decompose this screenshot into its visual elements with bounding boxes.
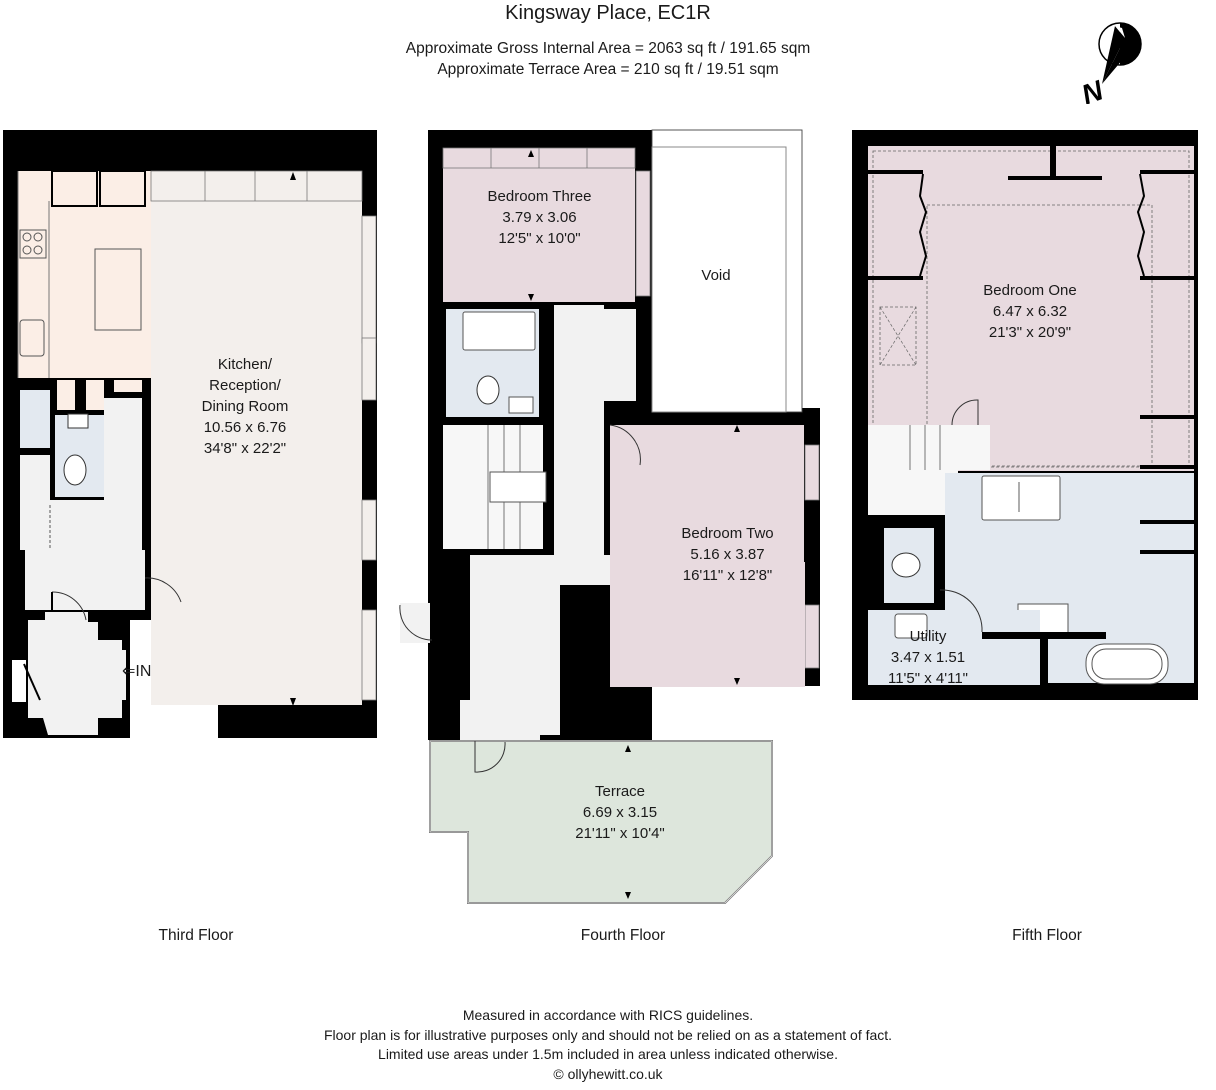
room-name: Kitchen/ (217, 356, 273, 373)
disclaimer-footer: Measured in accordance with RICS guideli… (0, 1006, 1216, 1084)
room-name: Terrace (594, 783, 646, 800)
floor-label-fourth: Fourth Floor (580, 927, 666, 944)
room-name-line2: Reception/ (209, 377, 281, 394)
entrance-label: ⇐IN (122, 663, 152, 680)
room-label-utility: Utility 3.47 x 1.51 11'5" x 4'11" (868, 626, 988, 689)
footer-copyright: © ollyhewitt.co.uk (553, 1065, 663, 1082)
room-imperial: 16'11" x 12'8" (682, 567, 773, 584)
plan-title: Kingsway Place, EC1R (505, 2, 711, 24)
room-metric: 10.56 x 6.76 (203, 419, 287, 436)
room-name: Bedroom Three (487, 188, 592, 205)
room-metric: 3.79 x 3.06 (502, 209, 577, 226)
room-label-terrace: Terrace 6.69 x 3.15 21'11" x 10'4" (545, 781, 695, 844)
room-label-bedroom-two: Bedroom Two 5.16 x 3.87 16'11" x 12'8" (655, 523, 800, 586)
room-imperial: 34'8" x 22'2" (203, 440, 287, 457)
room-name: Void (701, 267, 731, 284)
room-metric: 5.16 x 3.87 (690, 546, 765, 563)
footer-limited-use-line: Limited use areas under 1.5m included in… (378, 1046, 838, 1062)
fifth-floor-plan (852, 130, 1198, 700)
room-name: Bedroom One (983, 282, 1077, 299)
floor-label-third: Third Floor (158, 927, 234, 944)
gross-internal-area: Approximate Gross Internal Area = 2063 s… (405, 40, 811, 57)
floor-label-fifth: Fifth Floor (1012, 927, 1082, 944)
north-compass-icon: N (1078, 22, 1142, 104)
fourth-floor-plan (399, 129, 820, 904)
room-label-void: Void (676, 265, 756, 286)
room-imperial: 21'3" x 20'9" (988, 324, 1072, 341)
room-imperial: 21'11" x 10'4" (575, 825, 665, 842)
room-label-kitchen: Kitchen/ Reception/ Dining Room 10.56 x … (170, 354, 320, 459)
room-metric: 3.47 x 1.51 (890, 649, 966, 666)
room-name-line3: Dining Room (201, 398, 289, 415)
room-imperial: 11'5" x 4'11" (887, 670, 969, 687)
room-label-bedroom-one: Bedroom One 6.47 x 6.32 21'3" x 20'9" (955, 280, 1105, 343)
footer-illustrative-line: Floor plan is for illustrative purposes … (323, 1026, 893, 1043)
terrace-area: Approximate Terrace Area = 210 sq ft / 1… (437, 61, 779, 78)
room-name: Utility (909, 628, 947, 645)
footer-rics-line: Measured in accordance with RICS guideli… (462, 1007, 754, 1023)
room-imperial: 12'5" x 10'0" (498, 230, 581, 247)
room-metric: 6.47 x 6.32 (992, 303, 1068, 320)
room-label-bedroom-three: Bedroom Three 3.79 x 3.06 12'5" x 10'0" (457, 186, 622, 249)
third-floor-plan (0, 130, 380, 760)
room-metric: 6.69 x 3.15 (582, 804, 658, 821)
room-name: Bedroom Two (681, 525, 774, 542)
